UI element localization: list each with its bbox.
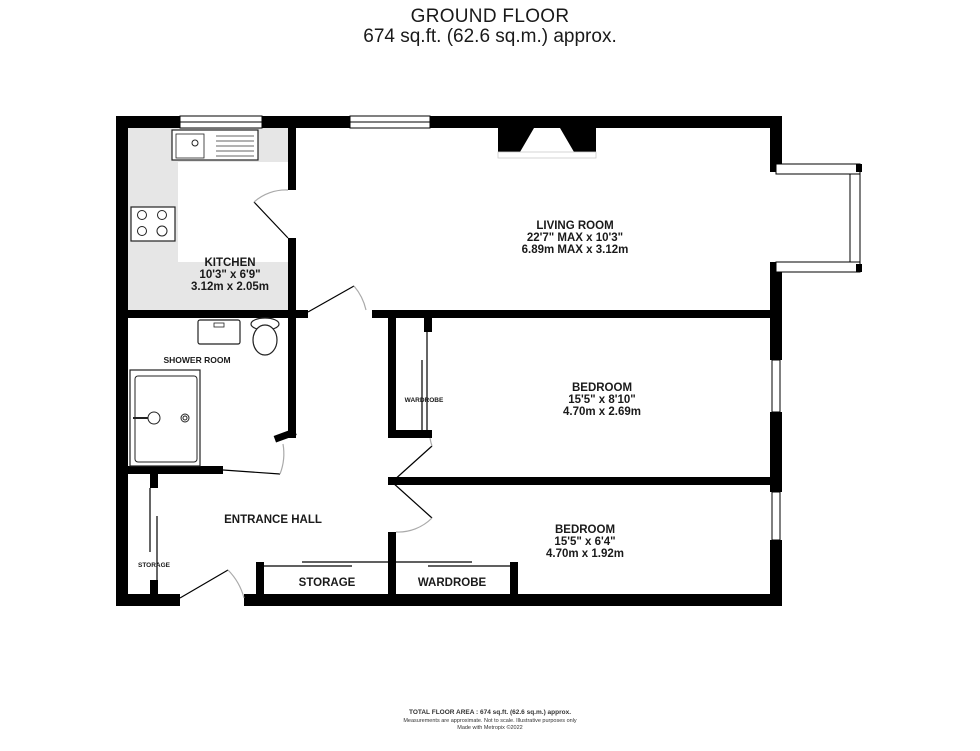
bedroom1-window bbox=[771, 359, 781, 413]
svg-text:6.89m MAX x 3.12m: 6.89m MAX x 3.12m bbox=[522, 244, 629, 256]
svg-text:BEDROOM: BEDROOM bbox=[572, 382, 632, 394]
bay-window-side bbox=[849, 173, 861, 265]
kitchen-label: KITCHEN 10'3" x 6'9" 3.12m x 2.05m bbox=[191, 257, 269, 293]
floor-area: 674 sq.ft. (62.6 sq.m.) approx. bbox=[363, 26, 617, 47]
bedroom2-window bbox=[771, 491, 781, 541]
shower-room-label: SHOWER ROOM bbox=[163, 355, 230, 365]
bay-window-bottom bbox=[775, 261, 861, 273]
bay-window-top bbox=[775, 163, 861, 175]
walls bbox=[116, 116, 782, 606]
wardrobe-bedroom-label: WARDROBE bbox=[405, 397, 444, 404]
svg-text:KITCHEN: KITCHEN bbox=[204, 257, 255, 269]
bedroom-2-label: BEDROOM 15'5" x 6'4" 4.70m x 1.92m bbox=[546, 524, 624, 560]
total-floor-area: TOTAL FLOOR AREA : 674 sq.ft. (62.6 sq.m… bbox=[408, 709, 572, 716]
chimney-breast bbox=[497, 128, 597, 159]
svg-text:15'5" x 8'10": 15'5" x 8'10" bbox=[568, 394, 636, 406]
floor-name: GROUND FLOOR bbox=[410, 6, 570, 27]
hob-icon bbox=[130, 206, 176, 242]
bedroom-1-label: BEDROOM 15'5" x 8'10" 4.70m x 2.69m bbox=[563, 382, 641, 418]
svg-text:4.70m x 1.92m: 4.70m x 1.92m bbox=[546, 548, 624, 560]
svg-text:4.70m x 2.69m: 4.70m x 2.69m bbox=[563, 406, 641, 418]
shower-tray-icon bbox=[129, 369, 201, 467]
storage-bottom-label: STORAGE bbox=[299, 577, 356, 589]
kitchen-sink-icon bbox=[171, 129, 259, 161]
toilet-icon bbox=[250, 317, 280, 356]
svg-text:15'5" x 6'4": 15'5" x 6'4" bbox=[554, 536, 615, 548]
sliding-doors bbox=[149, 332, 510, 580]
svg-text:22'7" MAX x 10'3": 22'7" MAX x 10'3" bbox=[527, 232, 623, 244]
disclaimer: Measurements are approximate. Not to sca… bbox=[403, 718, 577, 724]
svg-text:BEDROOM: BEDROOM bbox=[555, 524, 615, 536]
doors bbox=[179, 189, 433, 599]
living-room-label: LIVING ROOM 22'7" MAX x 10'3" 6.89m MAX … bbox=[522, 220, 629, 256]
windows bbox=[179, 115, 861, 541]
basin-icon bbox=[197, 319, 241, 345]
credit: Made with Metropix ©2022 bbox=[457, 725, 523, 731]
wardrobe-bottom-label: WARDROBE bbox=[418, 577, 487, 589]
svg-text:10'3" x 6'9": 10'3" x 6'9" bbox=[199, 269, 260, 281]
svg-text:LIVING ROOM: LIVING ROOM bbox=[536, 220, 613, 232]
entrance-hall-label: ENTRANCE HALL bbox=[224, 514, 322, 526]
storage-left-label: STORAGE bbox=[138, 562, 171, 569]
svg-text:3.12m x 2.05m: 3.12m x 2.05m bbox=[191, 281, 269, 293]
